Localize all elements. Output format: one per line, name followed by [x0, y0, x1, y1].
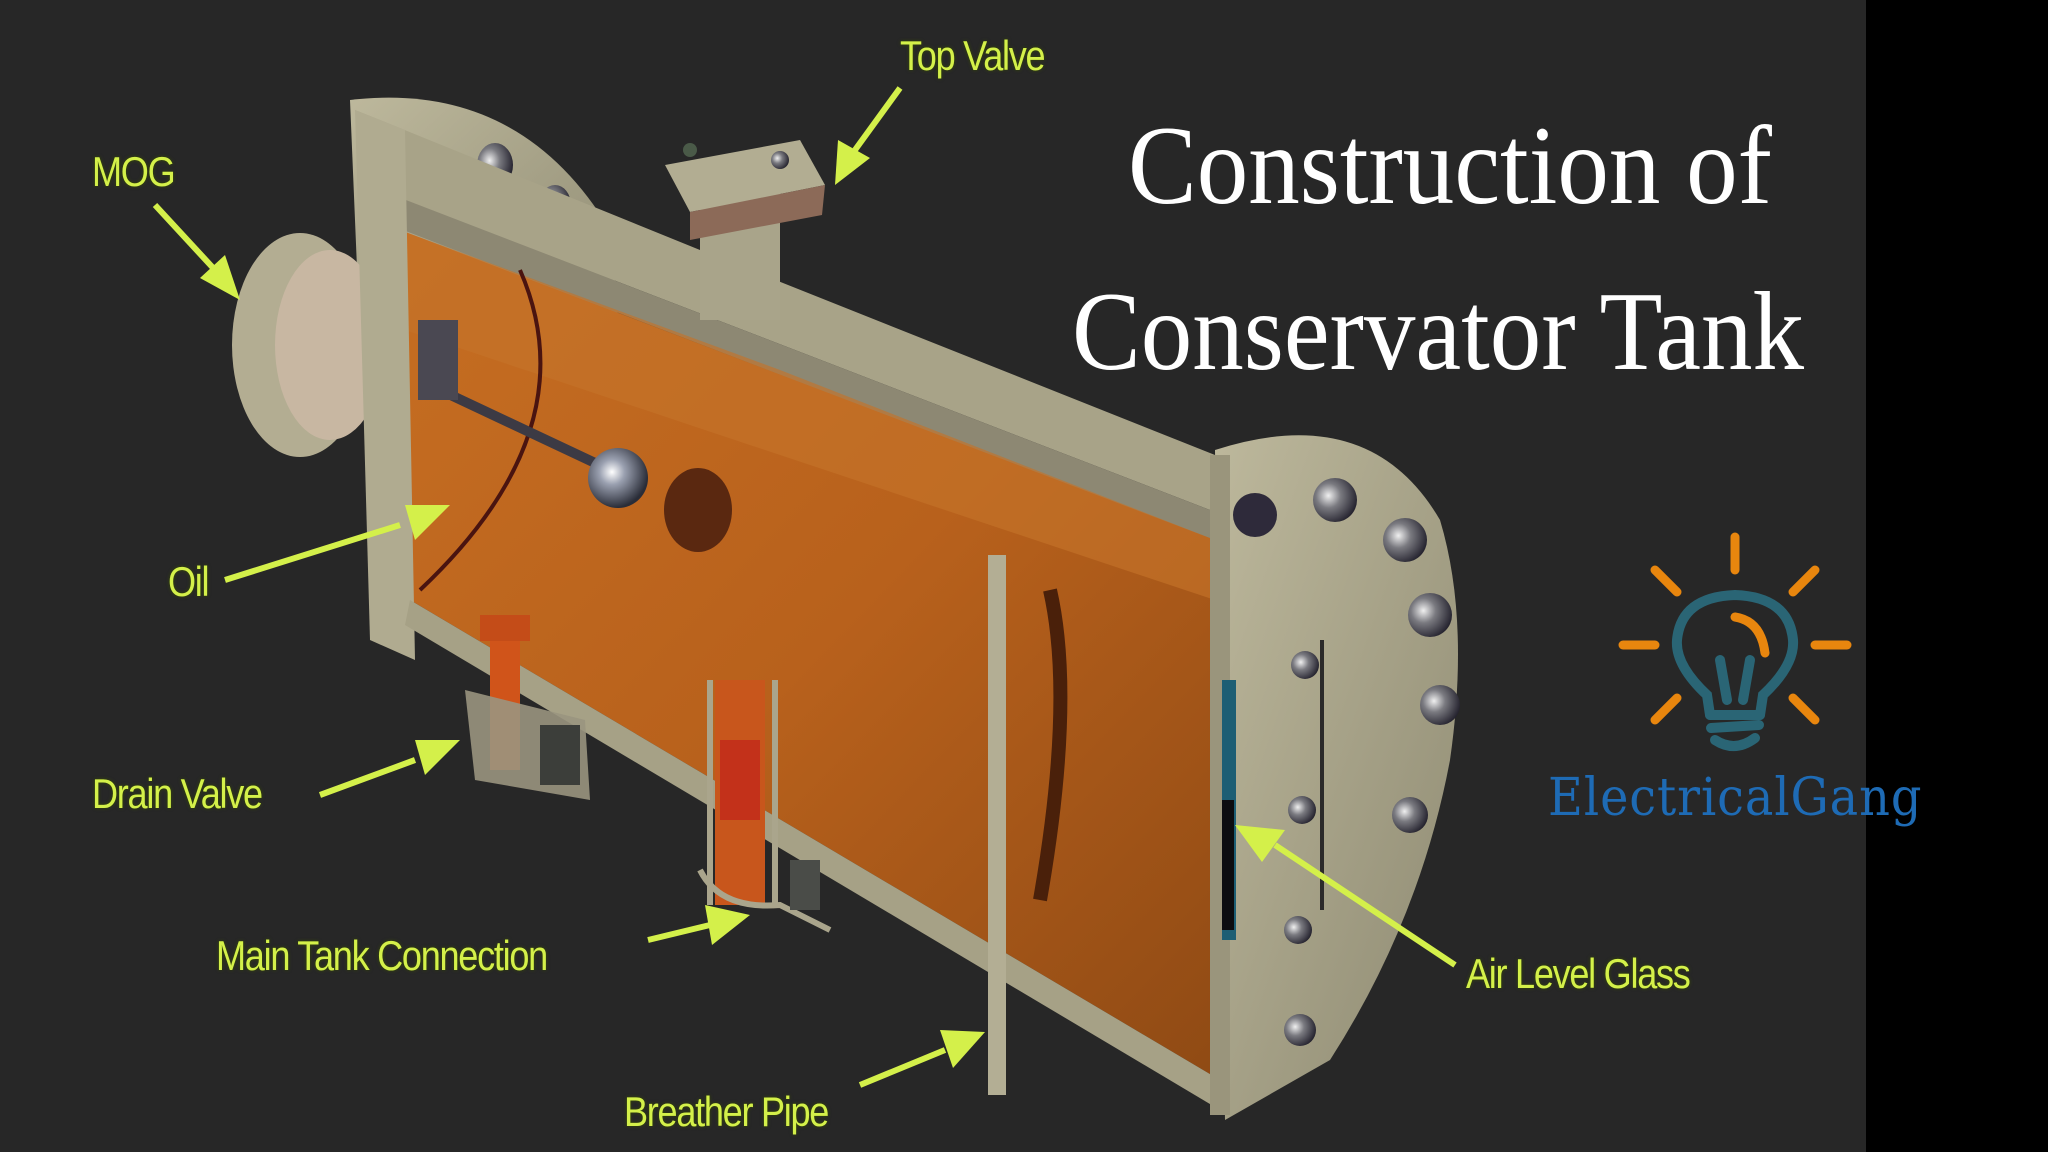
label-mog: MOG: [92, 148, 176, 195]
right-flange: [1210, 435, 1460, 1120]
label-drain-valve: Drain Valve: [92, 770, 263, 817]
title-line-2: Conservator Tank: [1072, 270, 1805, 394]
top-valve-part: [665, 140, 825, 320]
label-top-valve: Top Valve: [900, 32, 1046, 79]
drain-valve-part: [465, 615, 590, 800]
label-main-tank-connection: Main Tank Connection: [216, 932, 548, 979]
lightbulb-icon: [1618, 532, 1852, 751]
breather-pipe-part: [988, 555, 1006, 1095]
label-breather-pipe: Breather Pipe: [624, 1088, 829, 1135]
tank-body: [355, 110, 1220, 1110]
conservator-tank-illustration: [152, 86, 1460, 1120]
main-tank-connection-part: [697, 680, 832, 933]
label-oil: Oil: [168, 558, 210, 605]
label-air-level-glass: Air Level Glass: [1466, 950, 1691, 997]
title-line-1: Construction of: [1128, 104, 1772, 228]
brand-name: ElectricalGang: [1548, 768, 1923, 828]
pointer-arrows: [152, 86, 1457, 1088]
